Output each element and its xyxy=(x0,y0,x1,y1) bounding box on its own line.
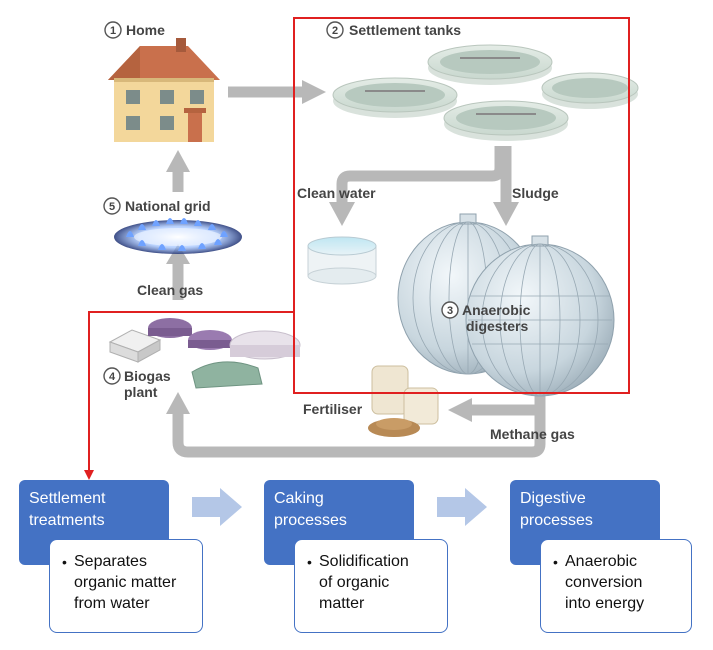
stage-3-bullet-line3: into energy xyxy=(565,595,645,612)
national-grid-label: National grid xyxy=(125,198,211,214)
clean-water-tank xyxy=(307,236,377,285)
tank xyxy=(541,72,639,109)
number-5: 5 xyxy=(109,201,115,213)
label-settlement-tanks: 2 Settlement tanks xyxy=(326,21,461,39)
label-national-grid: 5 National grid xyxy=(103,197,211,215)
stage-1-bullet-line3: from water xyxy=(74,595,150,612)
number-3: 3 xyxy=(447,305,453,317)
stage-1-bullet-line1: Separates xyxy=(74,553,147,570)
methane-gas-label: Methane gas xyxy=(490,426,575,442)
arrowhead-sludge xyxy=(493,202,519,226)
number-2: 2 xyxy=(332,25,338,37)
stage-2-title-line1: Caking xyxy=(274,490,324,507)
stage-1-title-line1: Settlement xyxy=(29,490,106,507)
bullet-point: • xyxy=(553,554,558,570)
stage-3-bullet-line1: Anaerobic xyxy=(565,553,638,570)
biogas-plant-illustration xyxy=(108,318,301,389)
stage-3-bullet-line2: conversion xyxy=(565,574,643,591)
bullet-point: • xyxy=(62,554,67,570)
biogas-label-line1: Biogas xyxy=(124,368,171,384)
number-badge xyxy=(103,197,121,215)
fertiliser-label: Fertiliser xyxy=(303,401,363,417)
settlement-tanks-illustration xyxy=(332,44,639,141)
stage-3-body: • Anaerobic conversion into energy xyxy=(540,539,692,633)
arrowhead-home-to-tanks xyxy=(302,80,326,104)
label-anaerobic-digesters: 3 Anaerobic digesters xyxy=(441,301,531,334)
anaerobic-digesters-illustration xyxy=(397,213,615,397)
house-illustration xyxy=(108,38,220,142)
tank xyxy=(443,100,569,141)
stage-1-bullet-line2: organic matter xyxy=(74,574,177,591)
fertiliser-illustration xyxy=(368,365,439,437)
arrowhead-home-up xyxy=(166,150,190,172)
stage-1-title-line2: treatments xyxy=(29,512,105,529)
arrowhead-clean-water xyxy=(329,202,355,226)
clean-gas-label: Clean gas xyxy=(137,282,203,298)
anaerobic-label-line2: digesters xyxy=(466,318,528,334)
label-home: 1 Home xyxy=(104,21,165,39)
stage-2-bullet-line2: of organic xyxy=(319,574,390,591)
number-badge xyxy=(441,301,459,319)
stage-1-body: • Separates organic matter from water xyxy=(49,539,203,633)
stage-3-title-line1: Digestive xyxy=(520,490,586,507)
number-4: 4 xyxy=(109,371,116,383)
highlight-arrowhead xyxy=(84,470,94,480)
stage-2-bullet-line3: matter xyxy=(319,595,365,612)
settlement-tanks-label: Settlement tanks xyxy=(349,22,461,38)
label-biogas-plant: 4 Biogas plant xyxy=(103,367,171,400)
bullet-point: • xyxy=(307,554,312,570)
highlight-outline xyxy=(88,17,630,474)
biogas-label-line2: plant xyxy=(124,384,158,400)
stage-2-bullet-line1: Solidification xyxy=(319,553,409,570)
flow-arrow-1 xyxy=(192,488,242,526)
diagram-arrowheads xyxy=(166,80,519,422)
stage-2-body: • Solidification of organic matter xyxy=(294,539,448,633)
anaerobic-label-line1: Anaerobic xyxy=(462,302,531,318)
number-1: 1 xyxy=(110,25,116,37)
tank xyxy=(332,77,458,118)
tank xyxy=(427,44,553,85)
number-badge xyxy=(326,21,344,39)
sludge-label: Sludge xyxy=(512,185,559,201)
arrowhead-fertiliser xyxy=(448,398,472,422)
gas-burner-illustration xyxy=(114,218,242,254)
number-badge xyxy=(104,21,122,39)
number-badge xyxy=(103,367,121,385)
stage-2-title-line2: processes xyxy=(274,512,347,529)
arrow-tanks-to-clean-water xyxy=(336,146,506,204)
home-label: Home xyxy=(126,22,165,38)
flow-arrow-2 xyxy=(437,488,487,526)
stage-3-title-line2: processes xyxy=(520,512,593,529)
arrow-methane-to-biogas xyxy=(172,410,546,458)
arrowhead-biogas xyxy=(166,392,190,414)
clean-water-label: Clean water xyxy=(297,185,376,201)
